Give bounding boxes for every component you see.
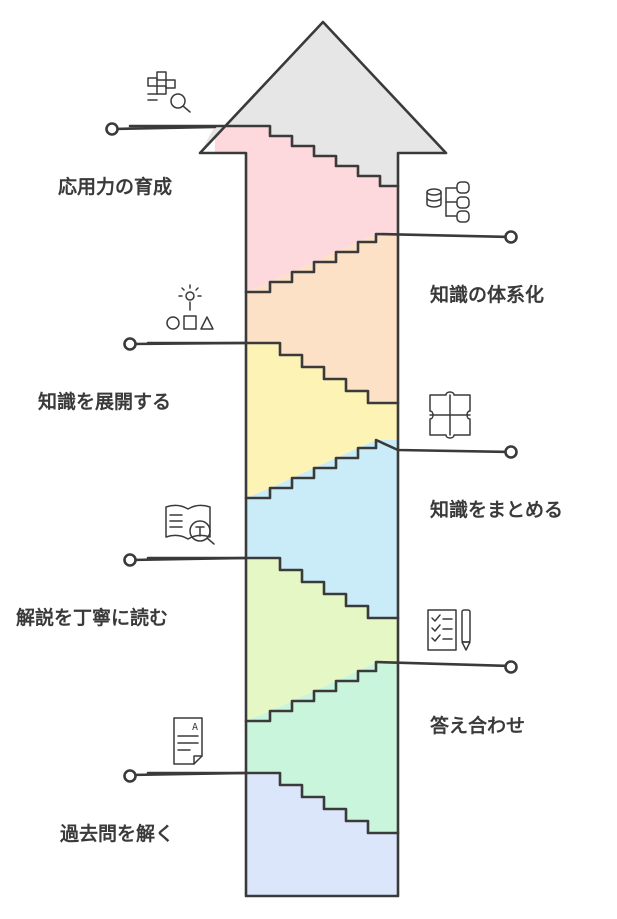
search-grid-icon xyxy=(147,71,191,113)
band-tenkai xyxy=(246,343,398,498)
arrow-outline xyxy=(198,20,448,898)
label-matomeru: 知識をまとめる xyxy=(430,498,563,521)
label-taikeika: 知識の体系化 xyxy=(430,283,544,306)
step-labels: 応用力の育成 知識の体系化 知識を展開する 知識をまとめる 解説を丁寧に読む 答… xyxy=(16,175,563,845)
label-kaisetsu: 解説を丁寧に読む xyxy=(16,606,168,629)
stair-line-4 xyxy=(244,438,512,500)
dot-matomeru xyxy=(504,445,518,459)
dot-kakomon xyxy=(123,769,137,783)
label-ouyou: 応用力の育成 xyxy=(58,175,172,198)
band-kakomon xyxy=(246,773,398,896)
band-kotaeawase xyxy=(246,662,398,833)
arrow-bands xyxy=(200,22,446,896)
endpoint-dots xyxy=(105,122,518,783)
label-tenkai: 知識を展開する xyxy=(38,390,171,413)
dot-ouyou xyxy=(105,122,119,136)
idea-shapes-icon xyxy=(166,284,214,330)
answer-mark: A xyxy=(192,722,198,733)
stair-line-1 xyxy=(128,124,400,188)
puzzle-icon xyxy=(429,391,471,439)
stair-line-3 xyxy=(146,341,400,405)
dot-kotaeawase xyxy=(504,660,518,674)
band-matomeru xyxy=(246,440,398,618)
dot-tenkai xyxy=(123,337,137,351)
band-taikeika xyxy=(246,234,398,403)
stair-line-2 xyxy=(244,232,512,294)
label-kakomon: 過去問を解く xyxy=(60,822,174,845)
stair-line-5 xyxy=(146,556,400,620)
book-magnifier-icon xyxy=(165,504,215,545)
arrowhead xyxy=(200,22,446,186)
database-tree-icon xyxy=(426,181,470,223)
label-kotaeawase: 答え合わせ xyxy=(430,714,525,737)
dot-taikeika xyxy=(504,230,518,244)
stair-line-7 xyxy=(146,771,400,835)
checklist-pen-icon xyxy=(427,609,471,651)
band-kaisetsu xyxy=(246,558,398,721)
stair-line-6 xyxy=(244,660,512,723)
band-ouyou xyxy=(215,126,398,292)
dot-kaisetsu xyxy=(123,553,137,567)
answer-sheet-icon: A xyxy=(173,717,203,765)
connectors xyxy=(110,125,248,777)
stair-lines xyxy=(128,124,512,835)
